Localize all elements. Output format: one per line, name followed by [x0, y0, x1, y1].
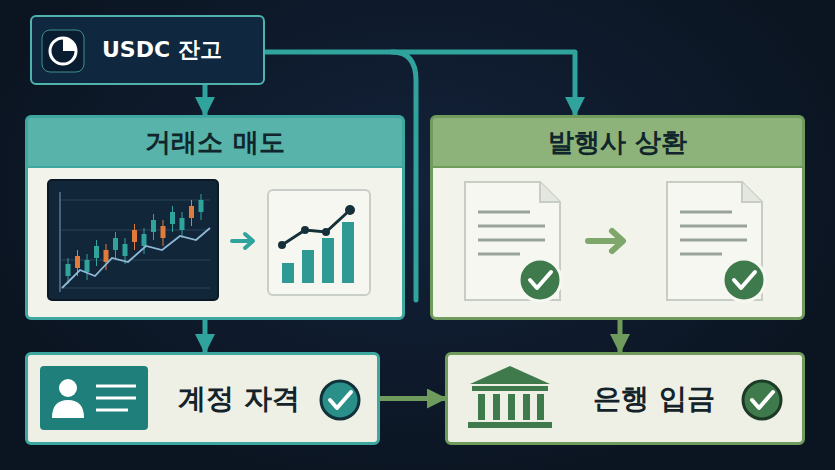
- result-box: 은행 입금: [445, 352, 805, 445]
- document-icon: [667, 182, 765, 301]
- flow-arrow: [588, 231, 623, 251]
- flow-connector: [265, 52, 575, 115]
- bank-icon: [468, 366, 552, 428]
- process-panel: 거래소 매도: [25, 115, 405, 320]
- flow-connector: [203, 85, 208, 115]
- node-label: 은행 입금: [593, 380, 715, 418]
- branch-line: [392, 52, 416, 300]
- flow-connector: [203, 320, 208, 352]
- flow-connector: [618, 320, 623, 352]
- flow-arrow: [232, 234, 253, 248]
- check-badge: [321, 381, 359, 419]
- candlestick-chart: [48, 180, 218, 300]
- pie-icon: [42, 30, 84, 72]
- growth-icon: [268, 190, 370, 295]
- flow-connector: [380, 396, 445, 401]
- process-panel: 발행사 상환: [430, 115, 805, 320]
- account-icon: [40, 366, 148, 430]
- node-label: 발행사 상환: [548, 125, 687, 160]
- node-label: USDC 잔고: [102, 35, 222, 65]
- node-label: 계정 자격: [178, 380, 300, 418]
- panel-header: 발행사 상환: [433, 118, 802, 166]
- source-box: USDC 잔고: [30, 15, 265, 85]
- check-badge: [743, 381, 781, 419]
- document-icon: [465, 182, 561, 301]
- panel-header: 거래소 매도: [28, 118, 402, 166]
- result-box: 계정 자격: [25, 352, 380, 445]
- node-label: 거래소 매도: [145, 125, 284, 160]
